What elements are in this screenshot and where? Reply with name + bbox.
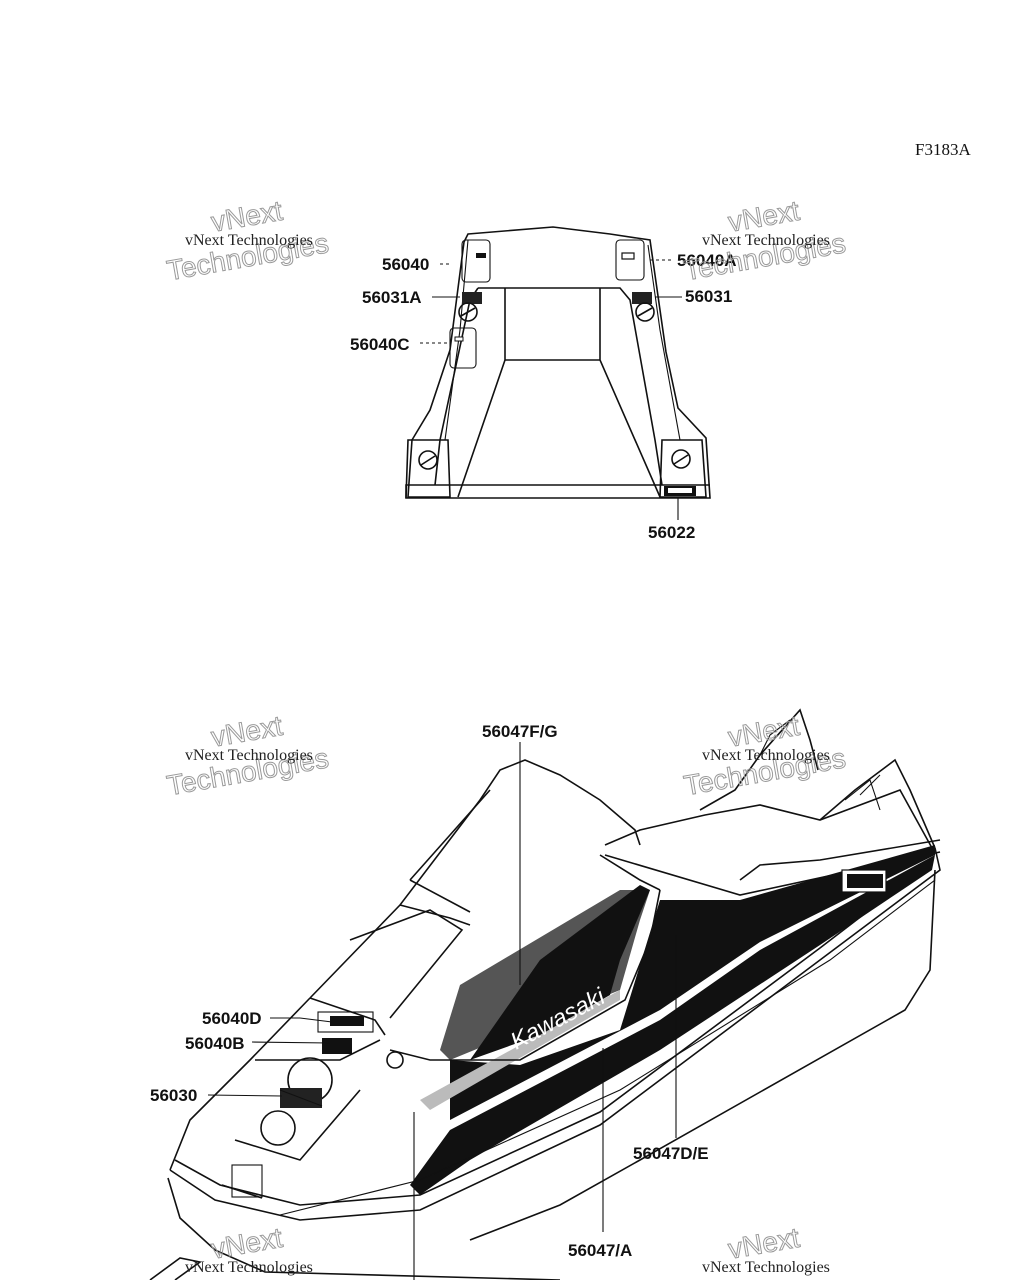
- figure-code: F3183A: [915, 140, 971, 159]
- jet-ski-hull: Kawasaki: [149, 708, 941, 1280]
- watermark-mid-left: vNext Technologies vNext Technologies: [164, 709, 331, 801]
- callout-56047de: 56047D/E: [633, 1144, 709, 1163]
- svg-text:vNext Technologies: vNext Technologies: [185, 232, 313, 249]
- callout-56040a: 56040A: [677, 251, 737, 270]
- decal-56047-fg: [470, 885, 650, 1060]
- callout-56047fg: 56047F/G: [482, 722, 558, 741]
- svg-text:vNext Technologies: vNext Technologies: [702, 232, 830, 249]
- decal-hatch-stripe: [420, 990, 620, 1110]
- svg-text:vNext Technologies: vNext Technologies: [185, 747, 313, 764]
- callout-56040: 56040: [382, 255, 429, 274]
- seat-pad-assembly: [405, 226, 711, 499]
- decal-56047-a: [410, 855, 935, 1195]
- decal-56047-de: [450, 845, 935, 1120]
- watermark-top-right: vNext Technologies vNext Technologies: [681, 194, 848, 286]
- svg-text:vNext Technologies: vNext Technologies: [702, 747, 830, 764]
- callout-56022: 56022: [648, 523, 695, 542]
- callout-56040b: 56040B: [185, 1034, 245, 1053]
- hull-callout-leaders: [207, 742, 677, 1280]
- svg-text:vNext Technologies: vNext Technologies: [185, 1259, 313, 1276]
- watermark-mid-right: vNext Technologies vNext Technologies: [681, 709, 848, 801]
- svg-text:vNext Technologies: vNext Technologies: [702, 1259, 830, 1276]
- watermark-bottom-left: vNext vNext Technologies: [185, 1221, 313, 1276]
- watermark-bottom-right: vNext vNext Technologies: [702, 1221, 830, 1276]
- callout-56031: 56031: [685, 287, 732, 306]
- seat-callout-leaders: [420, 259, 682, 520]
- callout-56031a: 56031A: [362, 288, 422, 307]
- callout-56040c: 56040C: [350, 335, 410, 354]
- callout-56047a: 56047/A: [568, 1241, 632, 1260]
- callout-56040d: 56040D: [202, 1009, 262, 1028]
- watermark-top-left: vNext Technologies vNext Technologies: [164, 194, 331, 286]
- callout-56030: 56030: [150, 1086, 197, 1105]
